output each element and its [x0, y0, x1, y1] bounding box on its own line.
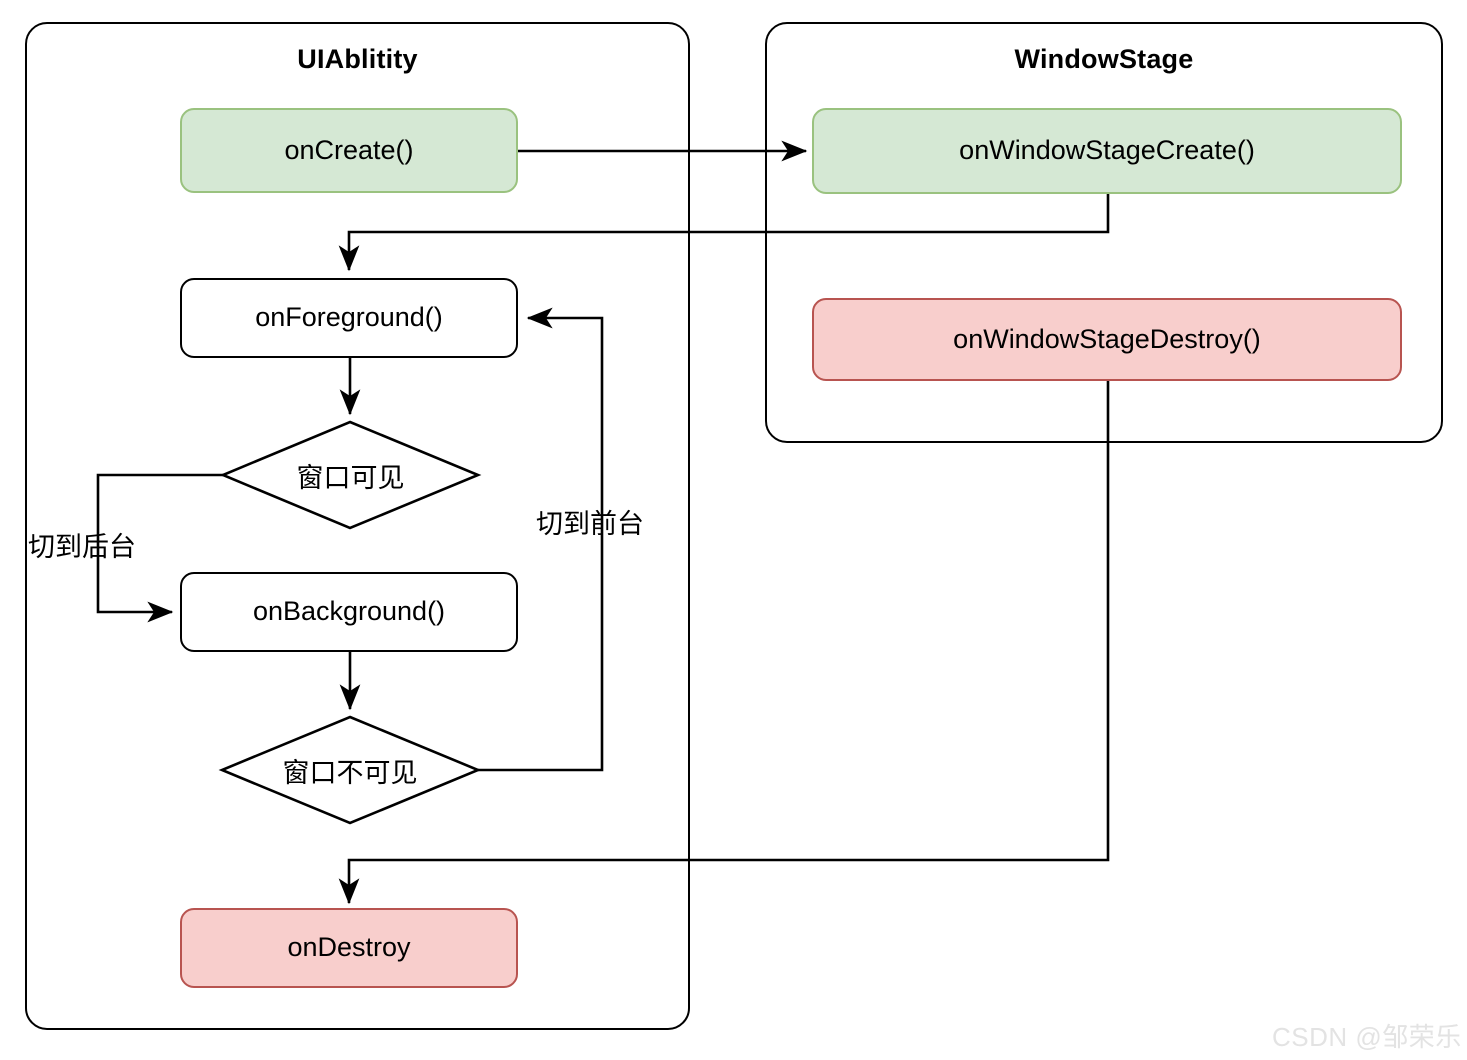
- node-on-window-stage-create[interactable]: onWindowStageCreate(): [812, 108, 1402, 194]
- node-on-background[interactable]: onBackground(): [180, 572, 518, 652]
- edge-label-to-background: 切到后台: [28, 532, 136, 562]
- csdn-watermark: CSDN @邹荣乐: [1272, 1022, 1462, 1052]
- node-on-foreground[interactable]: onForeground(): [180, 278, 518, 358]
- node-on-create[interactable]: onCreate(): [180, 108, 518, 193]
- container-windowstage-title: WindowStage: [1014, 44, 1194, 74]
- container-uiability-title: UIAblitity: [297, 44, 418, 74]
- node-window-visible-label: 窗口可见: [296, 462, 405, 493]
- node-window-invisible-label: 窗口不可见: [282, 757, 418, 788]
- node-on-destroy[interactable]: onDestroy: [180, 908, 518, 988]
- node-on-window-stage-destroy[interactable]: onWindowStageDestroy(): [812, 298, 1402, 381]
- edge-label-to-foreground: 切到前台: [536, 509, 644, 539]
